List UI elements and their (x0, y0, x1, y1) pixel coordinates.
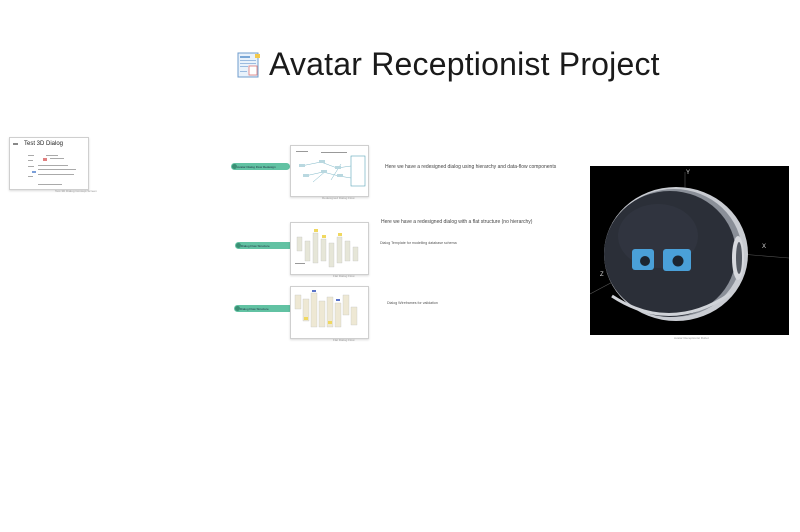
thumbnail-heading: Test 3D Dialog (24, 141, 64, 147)
row3-subnote: Dialog Wireframes for validation (387, 301, 438, 305)
row3-flow-sketch (294, 290, 358, 328)
row1-note: Here we have a redesigned dialog using h… (385, 164, 557, 170)
test-dialog-thumbnail[interactable]: Test 3D Dialog (9, 137, 89, 190)
row3-diagram-thumbnail[interactable] (290, 286, 369, 339)
axis-z-label: Z (600, 272, 604, 278)
thumbnail-caption: Test 3D Dialog Concept Screen (55, 189, 97, 193)
robot-caption: Avatar Receptionist Robot (674, 336, 709, 340)
row2-diagram-thumbnail[interactable] (290, 222, 369, 275)
row1-flow-sketch (296, 151, 366, 187)
page-title-group: Avatar Receptionist Project (237, 46, 660, 83)
row1-caption: Redesigned Dialog Flow (322, 196, 355, 200)
row2-flow-sketch (295, 229, 359, 268)
row1-pill-label: Avatar Dialog Flow Redesign (237, 164, 276, 169)
pill-dot-icon (232, 164, 237, 169)
row1-pill[interactable]: Avatar Dialog Flow Redesign (231, 163, 290, 170)
row2-note: Here we have a redesigned dialog with a … (381, 219, 533, 225)
row3-pill-label: Dialog Flow Structure (240, 306, 269, 311)
row3-caption: Flat Dialog Flow (333, 338, 355, 342)
document-icon (237, 52, 261, 78)
robot-render-image[interactable]: Y X Z (590, 166, 789, 335)
row2-caption: Flat Dialog Flow (333, 274, 355, 278)
robot-illustration (590, 172, 789, 321)
page-title: Avatar Receptionist Project (269, 46, 660, 82)
pill-dot-icon (235, 306, 240, 311)
row2-subnote: Dialog Template for modelling database s… (380, 241, 457, 245)
axis-y-label: Y (686, 170, 691, 176)
row2-pill-label: Dialog Flow Structure (241, 243, 270, 248)
axis-x-label: X (762, 244, 767, 250)
pill-dot-icon (236, 243, 241, 248)
row2-pill[interactable]: Dialog Flow Structure (235, 242, 293, 249)
thumbnail-sketch (13, 143, 76, 185)
row1-diagram-thumbnail[interactable] (290, 145, 369, 197)
row3-pill[interactable]: Dialog Flow Structure (234, 305, 293, 312)
